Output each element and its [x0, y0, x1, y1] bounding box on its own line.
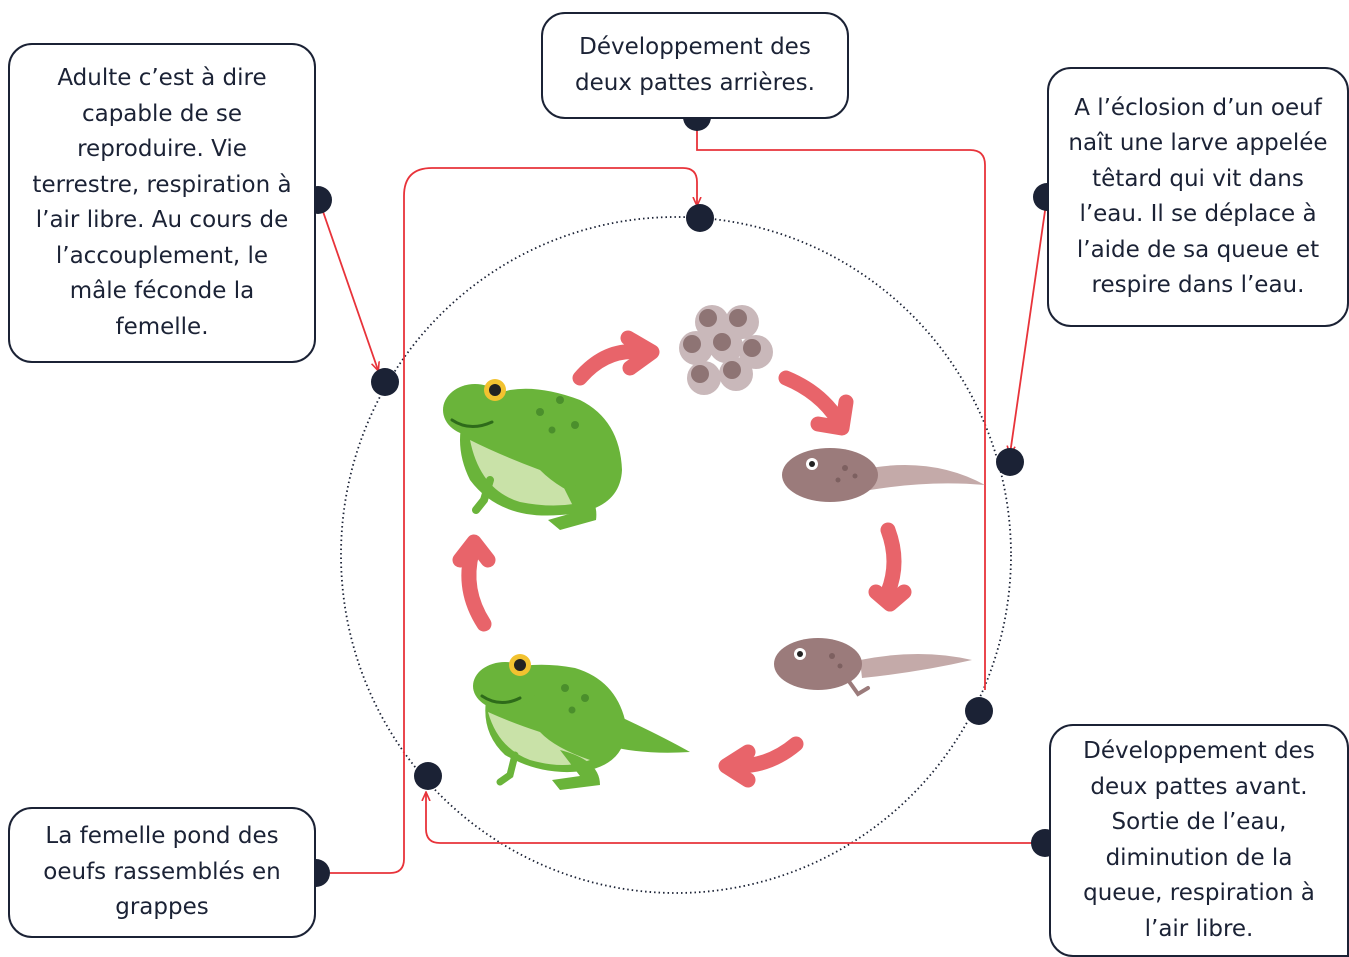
connector-dot-icon — [686, 204, 714, 232]
connector-back-legs — [696, 118, 986, 690]
tadpole-legs-icon — [774, 638, 972, 697]
connector-front-legs — [426, 793, 1044, 844]
connector-dot-icon — [996, 448, 1024, 476]
stage-adult-box: Adulte c’est à dire capable de se reprod… — [8, 43, 316, 363]
connector-egg — [1010, 196, 1048, 454]
stage-back-legs-box: Développement des deux pattes arrières. — [541, 12, 849, 119]
egg-cluster-icon — [679, 305, 773, 395]
stage-adult-text: Adulte c’est à dire capable de se reprod… — [32, 65, 292, 340]
connector-dot-icon — [371, 368, 399, 396]
stage-back-legs-text: Développement des deux pattes arrières. — [575, 34, 815, 96]
connector-adult — [318, 199, 378, 370]
connector-pond — [330, 167, 697, 874]
stage-hatching-text: A l’éclosion d’un oeuf naît une larve ap… — [1068, 94, 1328, 299]
tadpole-icon — [782, 448, 985, 502]
cycle-arrow-icon — [778, 370, 854, 436]
froglet-icon — [473, 654, 690, 790]
cycle-arrows — [452, 330, 912, 788]
cycle-arrow-icon — [868, 522, 912, 612]
cycle-arrow-icon — [452, 534, 496, 632]
connectors — [318, 118, 1048, 874]
connector-dot-icon — [965, 697, 993, 725]
connector-dot-icon — [414, 762, 442, 790]
connector-dots — [302, 103, 1061, 887]
cycle-circle — [340, 216, 1012, 894]
stage-laying-text: La femelle pond des oeufs rassemblés en … — [43, 823, 281, 921]
frog-icon — [443, 379, 622, 530]
stage-front-legs-box: Développement des deux pattes avant. Sor… — [1049, 724, 1349, 957]
cycle-arrow-icon — [718, 736, 804, 788]
cycle-arrow-icon — [572, 330, 660, 386]
stage-front-legs-text: Développement des deux pattes avant. Sor… — [1083, 738, 1315, 942]
stage-laying-box: La femelle pond des oeufs rassemblés en … — [8, 807, 316, 938]
stage-hatching-box: A l’éclosion d’un oeuf naît une larve ap… — [1047, 67, 1349, 327]
